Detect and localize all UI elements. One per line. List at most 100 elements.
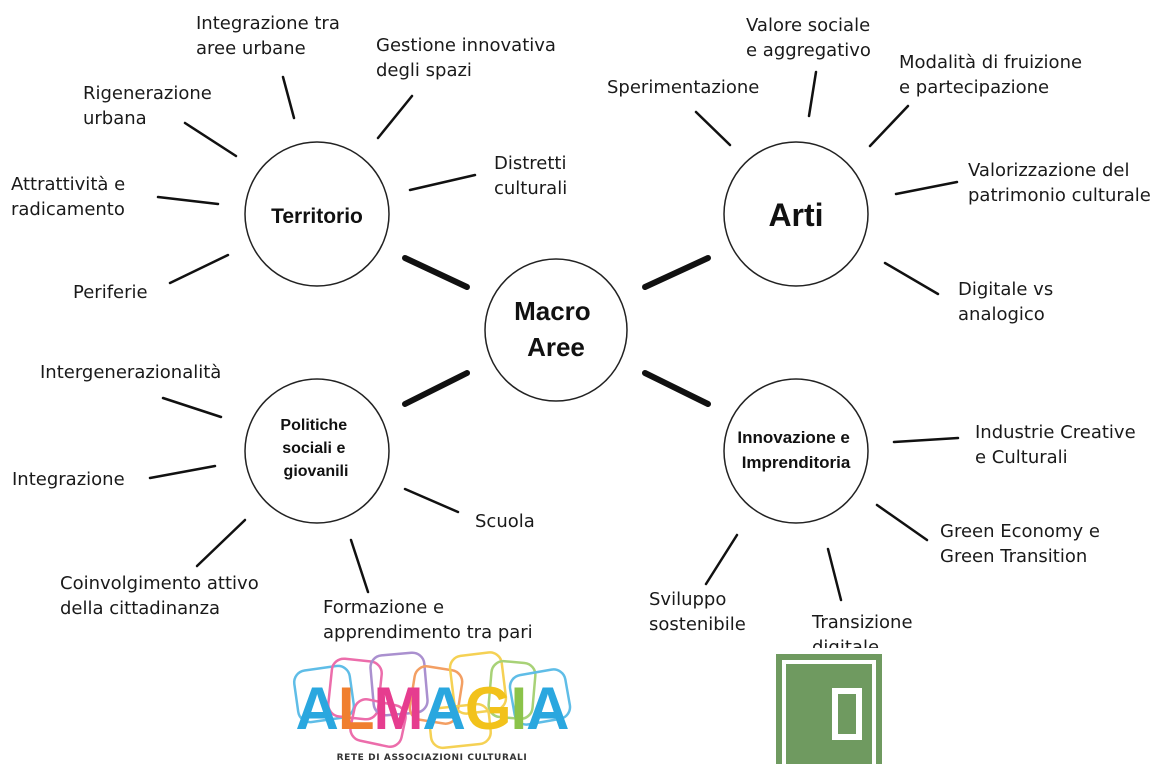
hub-innovazione-label: Innovazione e Imprenditoria (737, 428, 854, 472)
topic-line: Transizione (811, 612, 913, 633)
spoke-sviluppo-sostenibile (704, 533, 739, 586)
topic-sperimentazione: Sperimentazione (607, 77, 759, 98)
almagia-letter: I (510, 675, 526, 742)
topic-line: patrimonio culturale (968, 185, 1151, 206)
topic-integrazione-aree: Integrazione tra aree urbane (196, 13, 346, 59)
topic-distretti: Distretti culturali (494, 153, 572, 199)
topic-line: Green Economy e (940, 521, 1100, 542)
topic-digitale-analogico: Digitale vs analogico (958, 279, 1059, 325)
topic-gestione-spazi: Gestione innovativa degli spazi (376, 35, 562, 81)
center-node (484, 258, 628, 402)
topic-line: Integrazione tra (196, 13, 340, 34)
hub-line: Imprenditoria (742, 453, 851, 472)
topic-sviluppo-sostenibile: Sviluppo sostenibile (649, 589, 746, 635)
hub-territorio-label: Territorio (271, 205, 363, 228)
connector-politiche (402, 370, 470, 407)
hub-line: giovanili (284, 463, 349, 480)
topic-line: Intergenerazionalità (40, 362, 221, 383)
topic-line: Attrattività e (11, 174, 125, 195)
almagia-wordmark: ALMAGIA (295, 675, 568, 742)
topic-line: Industrie Creative (975, 422, 1136, 443)
topic-line: e partecipazione (899, 77, 1049, 98)
almagia-tagline: RETE DI ASSOCIAZIONI CULTURALI (337, 753, 528, 763)
topic-line: Formazione e (323, 597, 444, 618)
spoke-transizione-digitale (826, 547, 843, 602)
topic-valore-sociale: Valore sociale e aggregativo (746, 15, 876, 61)
topic-line: culturali (494, 178, 567, 199)
topic-line: e Culturali (975, 447, 1068, 468)
topic-line: sostenibile (649, 614, 746, 635)
spoke-integrazione (148, 464, 217, 480)
topic-rigenerazione: Rigenerazione urbana (83, 83, 218, 129)
spoke-attrattivita (156, 195, 220, 206)
topic-line: Valore sociale (746, 15, 870, 36)
topic-coinvolgimento: Coinvolgimento attivo della cittadinanza (60, 573, 264, 619)
spoke-formazione (349, 538, 370, 594)
almagia-letter: M (373, 675, 422, 742)
topic-line: Distretti (494, 153, 567, 174)
topic-line: Rigenerazione (83, 83, 212, 104)
topic-line: Scuola (475, 511, 535, 532)
topic-line: Valorizzazione del (968, 160, 1129, 181)
hub-line: sociali e (282, 440, 345, 457)
spoke-digitale-analogico (883, 261, 940, 296)
topic-integrazione: Integrazione (12, 469, 125, 490)
spoke-periferie (168, 253, 230, 285)
spoke-scuola (403, 487, 460, 514)
emblem-notch (838, 694, 856, 734)
spoke-valore-sociale (807, 70, 818, 118)
connector-arti (642, 255, 711, 290)
hub-line: Territorio (271, 205, 363, 228)
topic-formazione: Formazione e apprendimento tra pari (323, 597, 533, 643)
hub-innovazione (723, 378, 869, 524)
hub-line: Innovazione e (737, 428, 849, 447)
topic-line: analogico (958, 304, 1045, 325)
almagia-letter: A (295, 675, 337, 742)
topic-industrie-creative: Industrie Creative e Culturali (975, 422, 1141, 468)
topic-line: radicamento (11, 199, 125, 220)
topic-line: degli spazi (376, 60, 472, 81)
topic-attrattivita: Attrattività e radicamento (11, 174, 131, 220)
almagia-letter: A (422, 675, 464, 742)
hub-arti (723, 141, 869, 287)
topic-line: aree urbane (196, 38, 306, 59)
topic-line: Green Transition (940, 546, 1087, 567)
hub-politiche-label: Politiche sociali e giovanili (280, 417, 351, 480)
hub-politiche (244, 378, 390, 524)
almagia-logo: ALMAGIA RETE DI ASSOCIAZIONI CULTURALI (292, 651, 572, 763)
hub-line: Politiche (280, 417, 347, 434)
topic-line: Coinvolgimento attivo (60, 573, 259, 594)
center-line: Macro (514, 296, 591, 326)
spoke-industrie-creative (892, 436, 960, 444)
almagia-letter: L (338, 675, 374, 742)
center-line: Aree (527, 332, 585, 362)
spoke-distretti (408, 173, 477, 192)
spoke-sperimentazione (694, 110, 732, 147)
spoke-rigenerazione (183, 121, 238, 158)
spoke-modalita (868, 104, 910, 148)
almagia-letter: A (526, 675, 568, 742)
spoke-intergenerazionalita (161, 396, 223, 419)
center-label: Macro Aree (514, 296, 598, 362)
topic-intergenerazionalita: Intergenerazionalità (40, 362, 221, 383)
topic-line: Sperimentazione (607, 77, 759, 98)
hub-line: Arti (768, 197, 823, 233)
topic-line: Periferie (73, 282, 148, 303)
spoke-integrazione-aree (281, 75, 296, 120)
topic-modalita: Modalità di fruizione e partecipazione (899, 52, 1088, 98)
almagia-letter: G (465, 675, 511, 742)
hub-connectors (402, 255, 711, 407)
connector-territorio (402, 255, 470, 290)
spoke-coinvolgimento (195, 518, 247, 568)
hub-territorio (244, 141, 390, 287)
topic-line: della cittadinanza (60, 598, 220, 619)
topic-line: Integrazione (12, 469, 125, 490)
topic-line: Modalità di fruizione (899, 52, 1082, 73)
topic-line: apprendimento tra pari (323, 622, 533, 643)
topic-periferie: Periferie (73, 282, 148, 303)
spoke-green-economy (875, 503, 929, 542)
connector-innovazione (642, 370, 711, 407)
spoke-gestione-spazi (376, 94, 414, 140)
